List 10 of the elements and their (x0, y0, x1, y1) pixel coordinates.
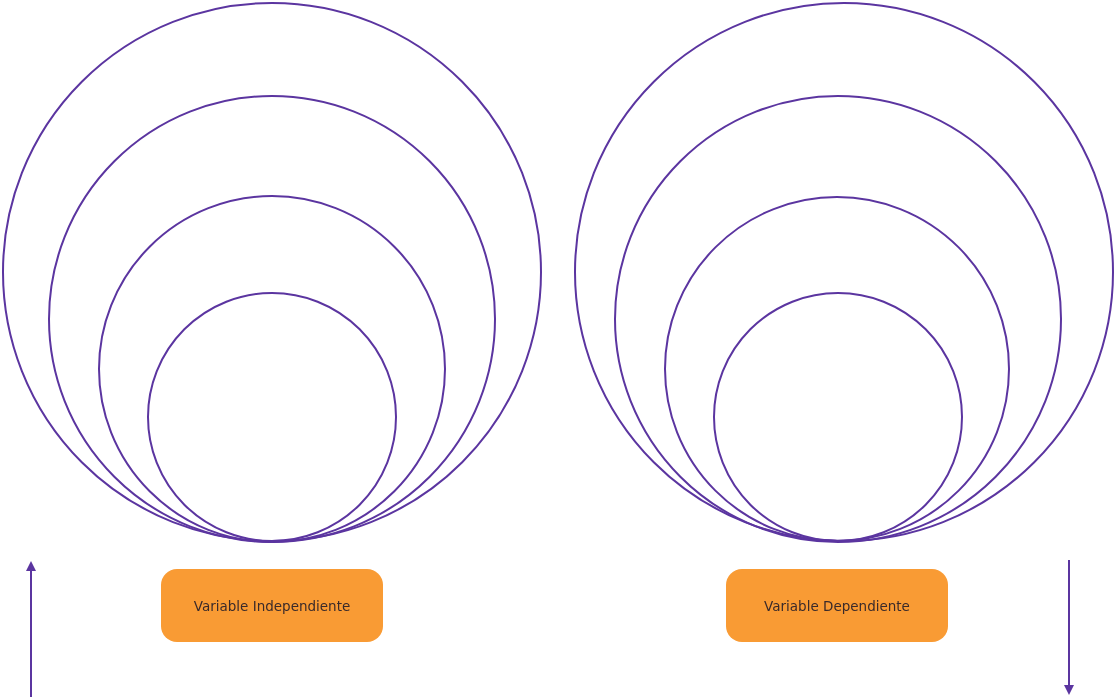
variable-label-box: Variable Independiente (161, 569, 383, 642)
circle-outline (2, 2, 542, 542)
variable-label-box: Variable Dependiente (726, 569, 948, 642)
circle-outline (147, 292, 397, 542)
circle-outline (98, 195, 446, 543)
circle-outline (664, 196, 1010, 542)
circle-outline (574, 2, 1114, 542)
circle-outline (614, 95, 1062, 543)
circle-outline (48, 95, 496, 543)
circle-outline (713, 292, 963, 542)
